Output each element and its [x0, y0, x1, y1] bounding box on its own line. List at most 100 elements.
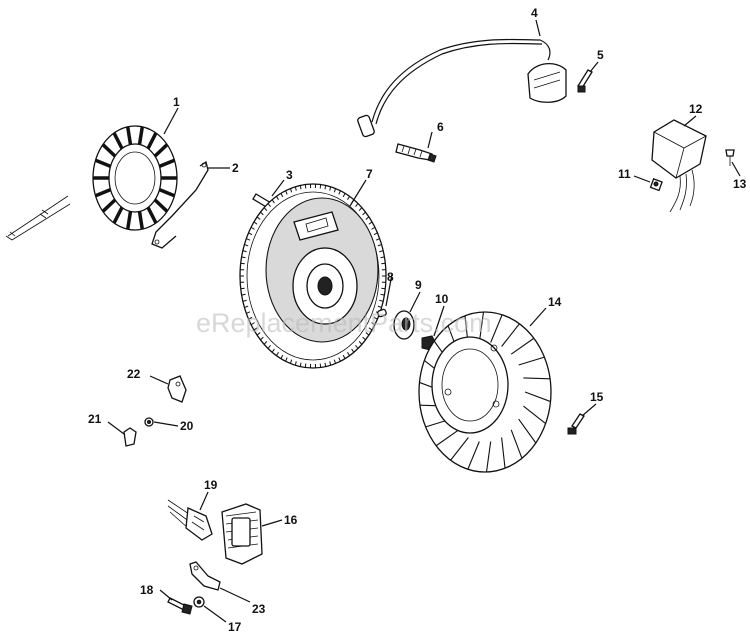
part-19-connector	[167, 499, 213, 541]
stator-tooth	[146, 132, 158, 150]
ring-gear-tooth	[371, 322, 376, 326]
ring-gear-tooth	[365, 332, 370, 336]
ring-gear-tooth	[285, 357, 288, 362]
ring-gear-tooth	[373, 232, 378, 236]
stator-tooth	[153, 143, 169, 158]
ring-gear-tooth	[362, 336, 366, 341]
fan-blade	[518, 356, 545, 366]
fan-blade	[501, 323, 520, 347]
part-16-regulator	[221, 503, 263, 565]
fan-blade	[510, 337, 535, 355]
part-18-screw	[167, 597, 193, 615]
fan-blade	[478, 311, 485, 343]
ring-gear-tooth	[271, 348, 275, 353]
ring-gear-tooth	[267, 345, 271, 349]
ring-gear-tooth	[377, 244, 382, 247]
ring-gear-tooth	[379, 250, 384, 253]
callout-23: 23	[252, 602, 266, 616]
callout-15: 15	[590, 390, 604, 404]
ring-gear-tooth	[379, 299, 384, 302]
ring-gear-tooth	[242, 299, 247, 302]
ring-gear-tooth	[371, 226, 376, 230]
ring-gear-tooth	[299, 185, 302, 190]
part-8-key	[377, 308, 387, 318]
callout-19: 19	[204, 478, 218, 492]
ring-gear-tooth	[347, 196, 350, 201]
part-4-ignition-module	[357, 38, 567, 138]
ring-gear-tooth	[256, 332, 261, 336]
ring-gear-tooth	[248, 316, 253, 320]
stator-tooth	[112, 206, 124, 224]
ring-gear-tooth	[276, 351, 279, 356]
ring-gear-tooth	[248, 232, 253, 236]
callout-16: 16	[284, 513, 298, 527]
ring-gear-tooth	[253, 327, 258, 331]
stator-tooth	[146, 206, 158, 224]
ring-gear-tooth	[241, 256, 246, 259]
ring-gear-tooth	[381, 262, 386, 265]
ring-gear-tooth	[253, 221, 258, 225]
ring-gear-tooth	[355, 203, 359, 207]
ring-gear-tooth	[342, 354, 346, 359]
fan-blade	[435, 429, 460, 447]
callout-11: 11	[618, 167, 631, 181]
watermark: eReplacementParts.com	[196, 308, 492, 338]
ring-gear-tooth	[377, 305, 382, 308]
callout-9: 9	[415, 278, 422, 292]
stator-tooth	[101, 143, 117, 158]
callout-1: 1	[173, 95, 180, 109]
callout-5: 5	[597, 48, 604, 62]
callout-14: 14	[548, 295, 562, 309]
callout-10: 10	[435, 292, 449, 306]
ring-gear-tooth	[355, 345, 359, 349]
ring-gear-tooth	[342, 193, 346, 198]
ring-gear-tooth	[260, 211, 264, 216]
part-9-washer	[393, 310, 415, 340]
part-11-nut	[649, 178, 663, 192]
stator-tooth	[137, 211, 145, 230]
part-14-fan	[418, 311, 552, 473]
part-23-bracket	[189, 561, 221, 591]
stator-tooth	[94, 158, 112, 168]
ring-gear-tooth	[338, 357, 341, 362]
ring-gear-tooth	[250, 226, 255, 230]
ring-gear-tooth	[256, 216, 261, 220]
ring-gear-tooth	[358, 341, 363, 345]
ring-gear-tooth	[368, 221, 373, 225]
stator-tooth	[125, 126, 133, 145]
ring-gear-tooth	[267, 203, 271, 207]
ring-gear-tooth	[246, 311, 251, 314]
callout-3: 3	[286, 168, 293, 182]
part-13-screw	[725, 149, 735, 166]
ring-gear-tooth	[324, 362, 327, 367]
part-21-clip	[123, 427, 137, 447]
callout-21: 21	[88, 412, 102, 426]
ring-gear-tooth	[338, 190, 341, 195]
fan-blade	[450, 437, 469, 461]
ring-gear-tooth	[333, 188, 337, 193]
callout-6: 6	[437, 120, 444, 134]
ring-gear-tooth	[244, 305, 249, 308]
part-20-washer	[144, 417, 154, 427]
ring-gear-tooth	[294, 361, 297, 366]
part-7-flywheel	[239, 183, 387, 369]
ring-gear-tooth	[373, 316, 378, 320]
part-1-stator	[5, 125, 178, 241]
part-12-rectifier	[651, 119, 707, 213]
callout-17: 17	[228, 620, 242, 634]
callout-7: 7	[366, 167, 373, 181]
part-2-wire-bracket	[151, 160, 209, 249]
part-17-washer	[193, 596, 205, 608]
callout-labels: 1 2 3 4 5 6 7 8 9 10 11 12 13 14 15 16 1…	[88, 6, 747, 634]
ring-gear-tooth	[289, 359, 293, 364]
ring-gear-tooth	[241, 293, 246, 296]
callout-8: 8	[387, 270, 394, 284]
fan-blade	[523, 377, 551, 380]
ring-gear-tooth	[351, 348, 355, 353]
ring-gear-tooth	[276, 196, 279, 201]
fan-blade	[501, 437, 506, 469]
ring-gear-tooth	[324, 185, 327, 190]
part-6-spark-plug	[395, 143, 437, 163]
stator-tooth	[137, 126, 145, 145]
